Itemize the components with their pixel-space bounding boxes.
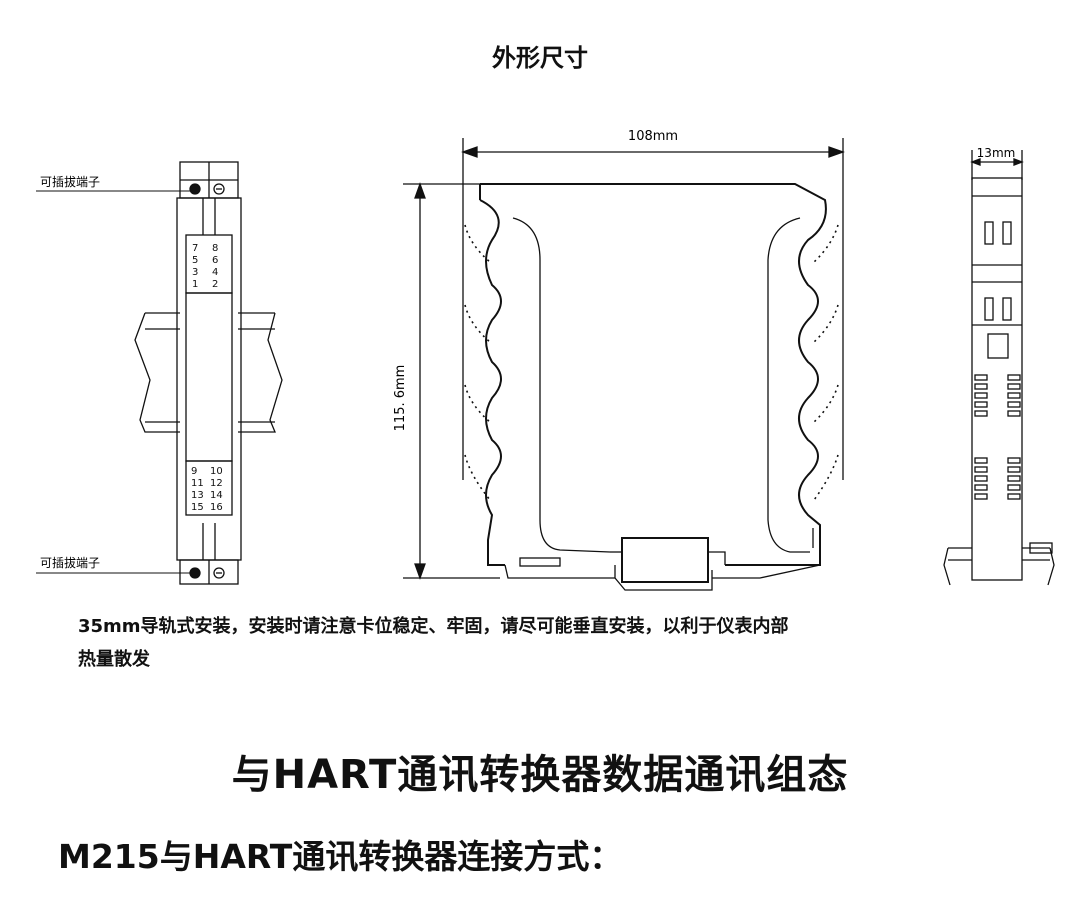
front-view [36,161,283,585]
terminal-number: 11 [191,478,204,489]
side-view [403,138,845,591]
section-heading: 与HART通讯转换器数据通讯组态 [231,752,849,798]
depth-dimension-label: 13mm [977,146,1016,160]
terminal-number: 12 [210,478,223,489]
front-top-terminal-label: 可插拔端子 [40,174,100,189]
front-bottom-terminal-label: 可插拔端子 [40,555,100,570]
terminal-number: 13 [191,490,204,501]
terminal-number: 10 [210,466,223,477]
terminal-number: 3 [192,267,198,278]
terminal-number: 16 [210,502,223,513]
mounting-note-line-2: 热量散发 [78,649,150,670]
terminal-number: 9 [191,466,197,477]
terminal-number: 14 [210,490,223,501]
terminal-number: 5 [192,255,198,266]
terminal-number: 7 [192,243,198,254]
end-view [943,150,1055,586]
terminal-number: 8 [212,243,218,254]
terminal-number: 1 [192,279,198,290]
mounting-note-line-1: 35mm导轨式安装，安装时请注意卡位稳定、牢固，请尽可能垂直安装，以利于仪表内部 [78,616,789,637]
terminal-number: 15 [191,502,204,513]
page-title: 外形尺寸 [492,44,588,72]
height-dimension-label: 115. 6mm [393,365,408,432]
sub-heading: M215与HART通讯转换器连接方式： [58,837,623,876]
dimension-drawing: 可插拔端子 可插拔端子 7 8 5 6 3 4 1 2 9 10 11 12 1… [36,129,1055,591]
width-dimension-label: 108mm [628,129,678,144]
terminal-number: 4 [212,267,218,278]
terminal-number: 6 [212,255,218,266]
terminal-number: 2 [212,279,218,290]
